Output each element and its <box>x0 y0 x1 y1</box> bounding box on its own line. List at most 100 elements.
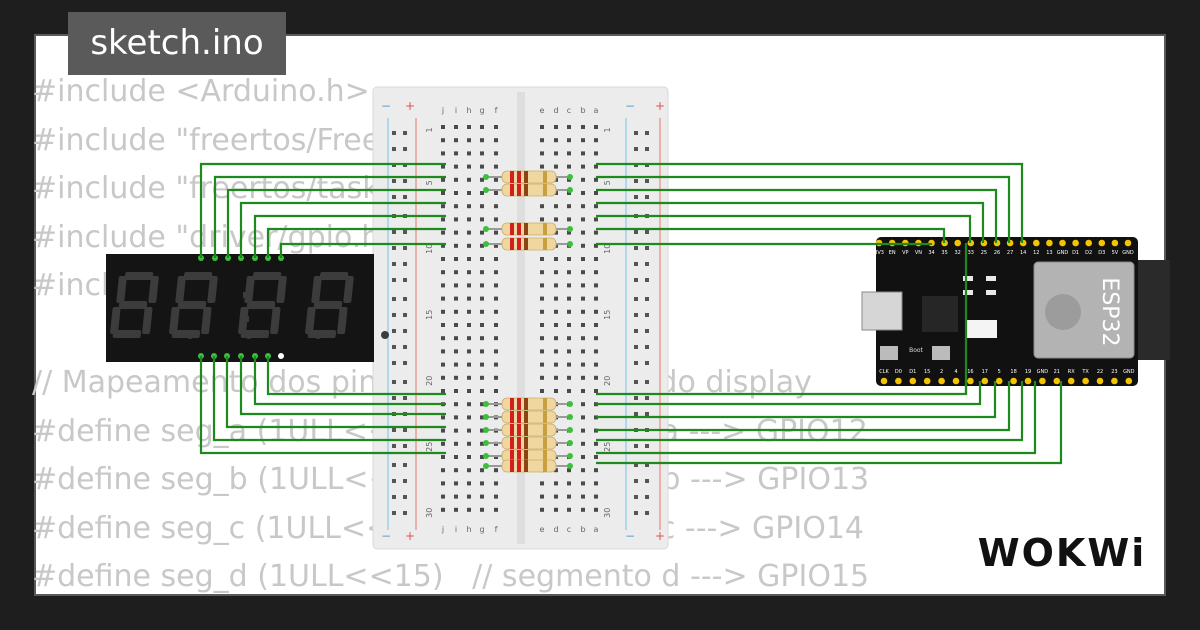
breadboard-hole <box>480 415 484 420</box>
breadboard-hole <box>441 455 445 459</box>
row-number: 1 <box>425 127 434 132</box>
breadboard-hole <box>467 191 471 195</box>
display-segment <box>343 276 354 303</box>
rail-hole <box>634 412 638 416</box>
header-pin <box>923 377 931 385</box>
breadboard-hole <box>494 270 498 275</box>
column-letter: i <box>455 525 457 534</box>
rail-hole <box>403 313 407 317</box>
rail-hole <box>392 278 396 282</box>
breadboard-hole <box>554 204 558 209</box>
breadboard-hole <box>567 481 571 486</box>
breadboard-hole <box>454 296 458 301</box>
breadboard-hole <box>467 494 471 499</box>
pin-label: EN <box>889 250 896 256</box>
pin-label: D3 <box>1098 250 1105 256</box>
rail-sign: − <box>625 529 635 543</box>
pin-label: 23 <box>1111 369 1117 375</box>
rail-hole <box>403 262 407 266</box>
resistor-band <box>517 437 521 449</box>
rail-hole <box>403 396 407 400</box>
breadboard-hole <box>480 309 484 314</box>
rail-sign: + <box>405 99 415 113</box>
rail-hole <box>634 262 638 266</box>
voltage-regulator <box>965 320 997 338</box>
rail-sign: − <box>381 529 391 543</box>
wokwi-logo-text: WOKWi <box>978 531 1147 575</box>
rail-hole <box>403 131 407 135</box>
breadboard-hole <box>467 125 471 129</box>
breadboard-hole <box>540 323 544 327</box>
display-segment <box>240 330 270 338</box>
rail-hole <box>645 444 649 448</box>
header-pin <box>1111 377 1118 385</box>
resistor-body <box>501 237 557 251</box>
header-pin <box>1096 377 1104 385</box>
breadboard-hole <box>567 309 571 314</box>
breadboard-hole <box>494 177 498 182</box>
breadboard-hole <box>441 323 445 327</box>
rail-hole <box>392 396 396 400</box>
pin-label: 16 <box>967 369 973 375</box>
breadboard-hole <box>540 270 544 275</box>
rail-hole <box>403 511 407 515</box>
rail-hole <box>392 329 396 333</box>
breadboard-hole <box>540 125 544 129</box>
wire <box>199 162 446 258</box>
breadboard-hole <box>594 375 598 380</box>
wire <box>266 356 446 396</box>
column-letter: g <box>479 525 484 534</box>
breadboard-hole <box>480 257 484 261</box>
breadboard-hole <box>480 296 484 301</box>
file-tab[interactable]: sketch.ino <box>68 12 286 75</box>
breadboard-hole <box>581 349 585 354</box>
resistor-pin <box>567 241 573 247</box>
wire <box>266 227 446 258</box>
rail-hole <box>392 246 396 250</box>
resistor-body <box>501 170 557 184</box>
rail-hole <box>403 361 407 365</box>
wire <box>596 242 933 246</box>
breadboard-hole <box>594 217 598 222</box>
resistor-pin <box>483 440 489 446</box>
breadboard-hole <box>581 402 585 407</box>
breadboard-hole <box>540 151 544 156</box>
breadboard-hole <box>467 402 471 407</box>
rail-hole <box>645 131 649 135</box>
breadboard-hole <box>581 164 585 169</box>
breadboard-hole <box>581 362 585 367</box>
wire <box>213 175 446 258</box>
header-pin <box>895 377 902 385</box>
breadboard-hole <box>494 204 498 209</box>
wire <box>253 356 446 406</box>
wire <box>253 214 446 258</box>
header-pin <box>1125 377 1133 385</box>
rail-hole <box>392 262 396 266</box>
breadboard-hole <box>441 243 445 248</box>
breadboard-hole <box>581 243 585 248</box>
pin-label: GND <box>1123 369 1135 375</box>
seven-segment-display <box>106 254 389 362</box>
wire <box>239 356 446 416</box>
rail-sign: + <box>405 529 415 543</box>
breadboard-hole <box>494 336 498 341</box>
rail-hole <box>645 179 649 183</box>
breadboard-hole <box>454 362 458 367</box>
breadboard-hole <box>480 402 484 407</box>
wire <box>596 381 1063 465</box>
header-pin <box>1124 239 1132 247</box>
resistor-band <box>510 398 514 410</box>
rail-hole <box>392 345 396 349</box>
rail-hole <box>634 278 638 282</box>
breadboard-hole <box>480 481 484 486</box>
resistor-pin <box>483 427 489 433</box>
resistor-band <box>510 223 514 235</box>
pin-label: 17 <box>982 369 988 375</box>
breadboard-hole <box>441 191 445 195</box>
breadboard-hole <box>467 362 471 367</box>
breadboard-hole <box>480 507 484 512</box>
breadboard-hole <box>540 138 544 143</box>
breadboard-hole <box>480 428 484 433</box>
pin-label: 25 <box>981 250 987 256</box>
